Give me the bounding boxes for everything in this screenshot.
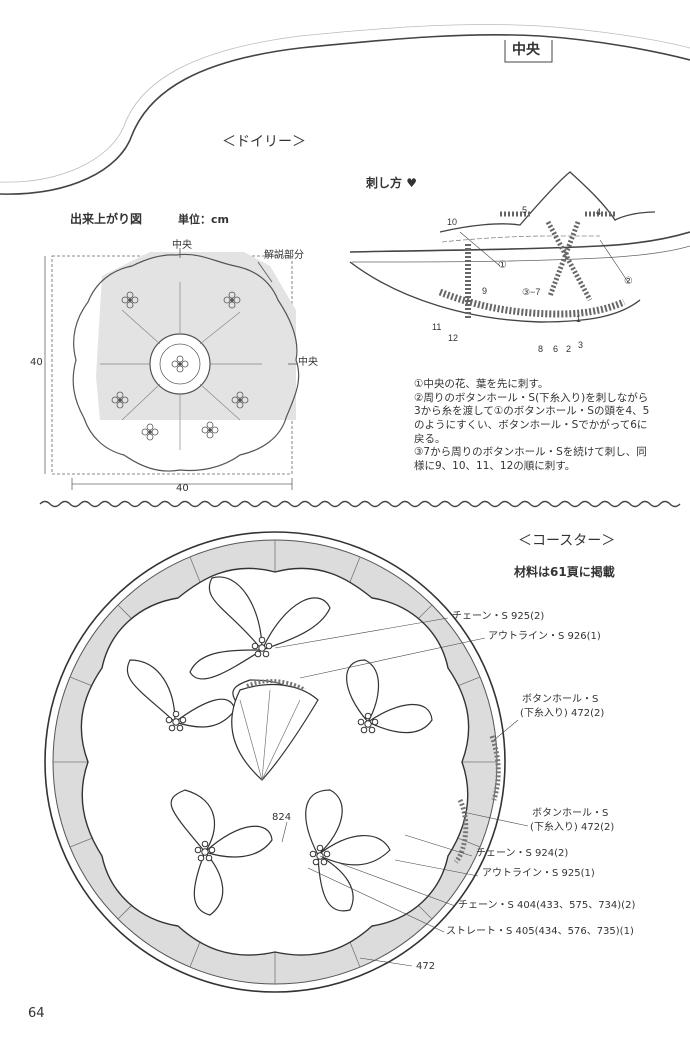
label-824: 824 [272, 812, 292, 823]
instruction-3: ③7から周りのボタンホール・Sを続けて刺し、同様に9、10、11、12の順に刺す… [414, 446, 647, 472]
stitch-title: 刺し方 ♥ [366, 176, 417, 190]
circled-3-7-marker: ③−7 [522, 287, 541, 297]
label-buttonhole-b-line1: ボタンホール・S [532, 808, 609, 819]
num-10: 10 [447, 217, 458, 227]
num-9: 9 [482, 286, 488, 296]
instruction-2: ②周りのボタンホール・S(下糸入り)を刺しながら3から糸を渡して①のボタンホール… [414, 391, 650, 445]
coaster-title: ＜コースター＞ [518, 533, 616, 549]
explained-part-label: 解説部分 [264, 250, 304, 261]
label-outline-925: アウトライン・S 925(1) [482, 868, 595, 879]
label-outline-926: アウトライン・S 926(1) [488, 631, 601, 642]
dimension-vertical: 40 [30, 357, 43, 368]
unit-label: 単位：cm [178, 213, 229, 226]
label-straight-405: ストレート・S 405(434、576、735)(1) [446, 926, 634, 937]
num-4: 4 [596, 207, 602, 217]
num-8: 8 [538, 344, 544, 354]
doily-center-right-label: 中央 [298, 357, 318, 368]
instruction-1: ①中央の花、葉を先に刺す。 [414, 378, 549, 390]
label-chain-924: チェーン・S 924(2) [476, 848, 569, 859]
label-buttonhole-a-line2: (下糸入り) 472(2) [520, 708, 605, 719]
label-buttonhole-a-line1: ボタンホール・S [522, 694, 599, 705]
num-1: 1 [576, 314, 582, 324]
finished-diagram-title: 出来上がり図 [70, 212, 143, 226]
material-note: 材料は61頁に掲載 [514, 565, 615, 579]
divider [39, 500, 681, 508]
num-2: 2 [566, 344, 572, 354]
label-472: 472 [416, 961, 436, 972]
heart-icon: ♥ [406, 176, 417, 190]
doily-diagram [44, 248, 300, 490]
header-center-label: 中央 [512, 42, 540, 58]
label-chain-925: チェーン・S 925(2) [452, 611, 545, 622]
num-12: 12 [448, 333, 459, 343]
doily-center-top-label: 中央 [172, 240, 192, 251]
page-number: 64 [28, 1006, 45, 1021]
num-5: 5 [522, 205, 528, 215]
doily-title: ＜ドイリー＞ [222, 134, 306, 150]
label-chain-404: チェーン・S 404(433、575、734)(2) [458, 900, 636, 911]
num-11: 11 [432, 322, 442, 332]
label-buttonhole-b-line2: (下糸入り) 472(2) [530, 822, 615, 833]
num-3: 3 [578, 340, 584, 350]
circled-2-marker: ② [624, 276, 633, 287]
coaster-diagram [44, 531, 529, 993]
dimension-horizontal: 40 [176, 483, 189, 494]
num-6: 6 [553, 344, 559, 354]
stitch-diagram [349, 171, 690, 323]
header-scallop [0, 24, 690, 195]
circled-1-marker: ① [498, 260, 507, 271]
stitch-instructions: ①中央の花、葉を先に刺す。 ②周りのボタンホール・S(下糸入り)を刺しながら3か… [414, 378, 654, 473]
